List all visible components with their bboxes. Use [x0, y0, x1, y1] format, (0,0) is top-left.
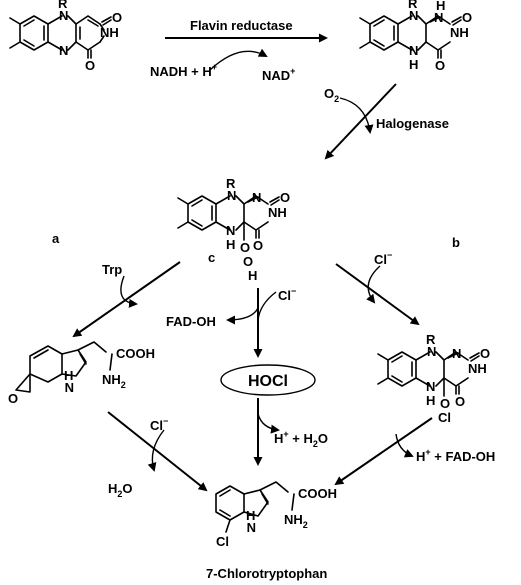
o-atom: O — [435, 58, 445, 73]
nh-group: NH — [64, 368, 74, 395]
epoxide-intermediate-structure: O NH COOH NH2 — [8, 341, 155, 406]
o-atom: O — [280, 190, 290, 205]
n-atom: N — [59, 8, 68, 23]
n-atom: N — [226, 223, 235, 238]
n-atom: N — [409, 43, 418, 58]
nh-group: NH — [246, 508, 256, 535]
n-atom: N — [409, 8, 418, 23]
n-atom: N — [452, 346, 461, 361]
water-a-label: H2O — [108, 481, 133, 499]
pathway-a-label: a — [52, 231, 60, 246]
nad-label: NAD+ — [262, 66, 295, 83]
hocl-to-product-arrows: H+ + H2O — [253, 398, 328, 466]
pathway-a-arrows: Trp — [72, 261, 181, 338]
hocl-label: HOCl — [248, 373, 288, 390]
n-atom: N — [59, 43, 68, 58]
cooh-group: COOH — [298, 486, 337, 501]
fad-oh-c-label: FAD-OH — [166, 314, 216, 329]
n-atom: N — [227, 188, 236, 203]
nh2-group: NH2 — [102, 372, 126, 390]
r-group: R — [58, 0, 68, 11]
o-atom: O — [455, 394, 465, 409]
nh-group: NH — [450, 25, 469, 40]
chloride-a-label: Cl− — [150, 416, 168, 433]
pathway-b-to-product-arrows: H+ + FAD-OH — [334, 417, 495, 486]
h-atom: H — [409, 57, 418, 72]
nh-group: NH — [268, 205, 287, 220]
o-atom: O — [440, 396, 450, 411]
chloride-c-label: Cl− — [278, 286, 296, 303]
hocl-intermediate: HOCl — [220, 364, 316, 396]
flavin-hydroperoxide-structure: N R N N H O NH O O O H — [177, 176, 290, 283]
pathway-a-to-product-arrows: Cl− H2O — [107, 411, 208, 499]
pathway-b-label: b — [452, 235, 460, 250]
nh-group: NH — [100, 25, 119, 40]
r-group: R — [426, 332, 436, 347]
halogenase-step: O2 Halogenase — [324, 83, 449, 160]
product-name-label: 7-Chlorotryptophan — [206, 566, 327, 581]
oxidized-flavin-structure: N R N O NH O — [9, 0, 122, 73]
pathway-c-label: c — [208, 250, 215, 265]
h-atom: H — [226, 237, 235, 252]
n-atom: N — [426, 379, 435, 394]
pathway-b-arrows: Cl− — [335, 250, 420, 326]
o-atom: O — [8, 391, 18, 406]
flavin-reductase-label: Flavin reductase — [190, 18, 293, 33]
nadh-label: NADH + H+ — [150, 62, 217, 79]
fad-oh-b-label: H+ + FAD-OH — [416, 447, 495, 464]
reductase-step: Flavin reductase NADH + H+ NAD+ — [150, 18, 328, 83]
o-atom: O — [462, 10, 472, 25]
o-atom: O — [480, 346, 490, 361]
n-atom: N — [434, 10, 443, 25]
nh2-group: NH2 — [284, 512, 308, 530]
r-group: R — [408, 0, 418, 11]
cooh-group: COOH — [116, 346, 155, 361]
o-atom: O — [112, 10, 122, 25]
nh-group: NH — [468, 361, 487, 376]
h-atom: H — [248, 268, 257, 283]
trp-label: Trp — [102, 262, 122, 277]
o-atom: O — [253, 238, 263, 253]
cl-atom: Cl — [438, 410, 451, 425]
h-atom: H — [436, 0, 445, 13]
o-atom: O — [240, 240, 250, 255]
chloroperoxy-flavin-structure: N R N N H O NH O O Cl — [377, 332, 490, 425]
cl-atom: Cl — [216, 534, 229, 549]
pathway-c-arrows: Cl− FAD-OH — [166, 286, 296, 358]
reduced-flavin-structure: N R H N N H O NH O — [359, 0, 472, 73]
h-atom: H — [426, 393, 435, 408]
water-c-label: H+ + H2O — [274, 429, 328, 449]
o2-label: O2 — [324, 86, 339, 104]
o-atom: O — [85, 58, 95, 73]
o-atom: O — [243, 254, 253, 269]
n-atom: N — [427, 344, 436, 359]
chloride-b-label: Cl− — [374, 250, 392, 267]
chlorotryptophan-structure: Cl NH COOH NH2 — [215, 481, 337, 549]
r-group: R — [226, 176, 236, 191]
n-atom: N — [252, 190, 261, 205]
halogenase-label: Halogenase — [376, 116, 449, 131]
